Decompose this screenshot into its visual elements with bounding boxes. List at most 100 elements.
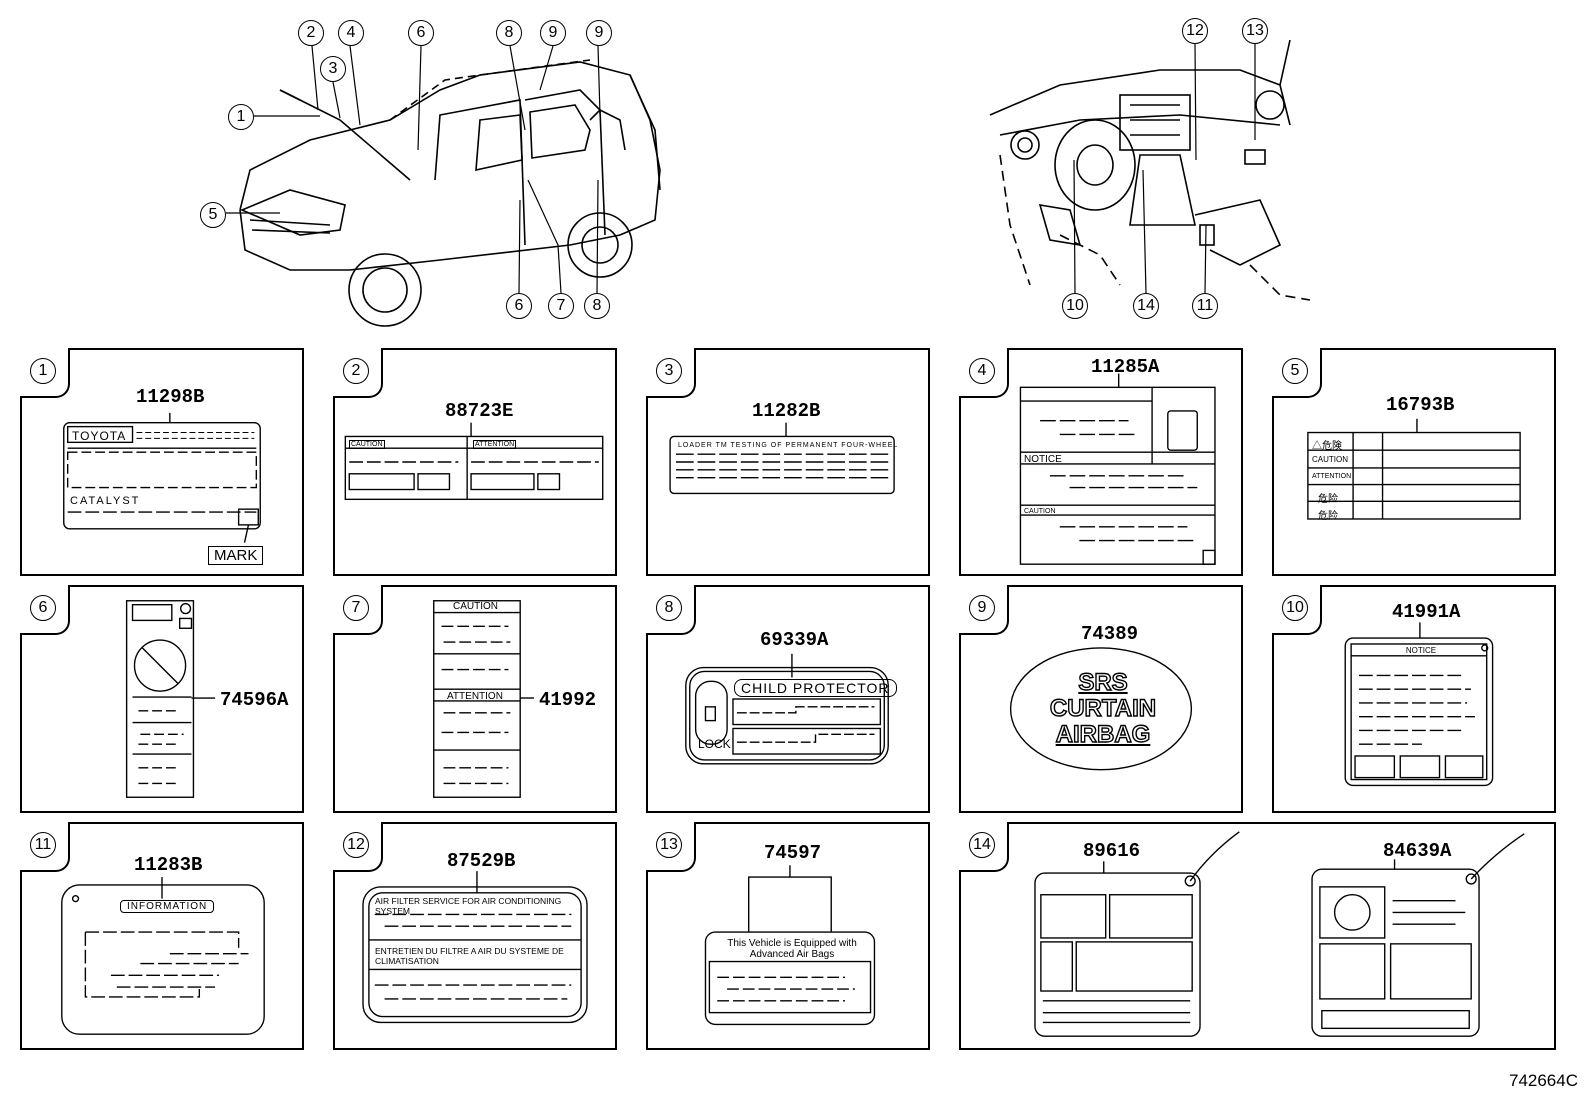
callout-label: 9 [594, 24, 604, 41]
callout-6: 6 [408, 20, 434, 46]
panel-index: 4 [969, 358, 995, 384]
part-number: 11285A [1091, 356, 1160, 378]
airbag-notice-line2: Advanced Air Bags [749, 949, 835, 960]
panel-index-tab: 9 [959, 585, 1009, 635]
row-label: 危险 [1318, 511, 1338, 522]
callout-9: 9 [540, 20, 566, 46]
label-panel-11: 11 11283B INFORMATION [20, 822, 304, 1050]
airbag-notice-line1: This Vehicle is Equipped with [727, 938, 857, 949]
label-panel-5: 5 16793B △危険 CAUTION ATTENTION 危险 危险 [1272, 348, 1556, 576]
row-label: ATTENTION [1312, 473, 1352, 480]
panel-index-tab: 2 [333, 348, 383, 398]
row-label: 危险 [1318, 494, 1338, 505]
lock-text: LOCK [698, 737, 731, 751]
information-text: INFORMATION [120, 900, 215, 913]
label-panel-1: 1 11298B TOYOTA CATALYST MARK [20, 348, 304, 576]
label-panel-13: 13 74597 This Vehicle is Equipped with A… [646, 822, 930, 1050]
vehicle-exterior-illustration [239, 59, 661, 327]
panel-index: 11 [30, 832, 56, 858]
dashboard-interior-illustration [989, 39, 1311, 301]
part-number-2: 84639A [1383, 840, 1452, 862]
part-number: 88723E [445, 400, 514, 422]
notice-text: NOTICE [1024, 454, 1062, 465]
child-protector-title: CHILD PROTECTOR [734, 679, 897, 697]
panel-index-tab: 5 [1272, 348, 1322, 398]
callout-8b: 8 [584, 293, 610, 319]
part-number: 69339A [760, 629, 829, 651]
callout-8: 8 [496, 20, 522, 46]
callout-label: 7 [556, 297, 566, 314]
callout-3: 3 [320, 56, 346, 82]
callout-label: 11 [1196, 297, 1214, 314]
callout-10: 10 [1062, 293, 1088, 319]
panel-index-tab: 14 [959, 822, 1009, 872]
header-text: LOADER TM TESTING OF PERMANENT FOUR-WHEE… [678, 442, 899, 449]
attention-text: ATTENTION [473, 440, 517, 449]
label-panel-12: 12 87529B AIR FILTER SERVICE FOR AIR CON… [333, 822, 617, 1050]
label-panel-6: 6 74596A [20, 585, 304, 813]
callout-1: 1 [228, 104, 254, 130]
label-panel-4: 4 11285A NOTICE CAUTION [959, 348, 1243, 576]
caution-text: CAUTION [349, 440, 385, 449]
label-panel-2: 2 88723E CAUTION ATTENTION [333, 348, 617, 576]
panel-index: 2 [343, 358, 369, 384]
part-number: 16793B [1386, 394, 1455, 416]
service-en-text: AIR FILTER SERVICE FOR AIR CONDITIONING … [375, 896, 562, 916]
panel-index-tab: 12 [333, 822, 383, 872]
panel-index: 3 [656, 358, 682, 384]
label-panel-8: 8 69339A CHILD PROTECTOR LOCK [646, 585, 930, 813]
curtain-text: CURTAIN [1049, 694, 1157, 722]
panel-index: 12 [343, 832, 369, 858]
part-number: 74596A [220, 689, 289, 711]
callout-label: 5 [208, 206, 218, 223]
callout-5: 5 [200, 202, 226, 228]
callout-label: 4 [346, 24, 356, 41]
service-fr-text: ENTRETIEN DU FILTRE A AIR DU SYSTEME DE … [375, 946, 564, 966]
panel-index-tab: 6 [20, 585, 70, 635]
callout-12: 12 [1182, 18, 1208, 44]
callout-14: 14 [1133, 293, 1159, 319]
panel-index-tab: 8 [646, 585, 696, 635]
panel-index-tab: 13 [646, 822, 696, 872]
panel-index: 13 [656, 832, 682, 858]
callout-label: 1 [236, 108, 246, 125]
caution-text: CAUTION [453, 601, 498, 612]
panel-index: 7 [343, 595, 369, 621]
part-number: 11283B [134, 854, 203, 876]
part-number: 89616 [1083, 840, 1141, 862]
panel-index-tab: 11 [20, 822, 70, 872]
label-panel-10: 10 41991A NOTICE [1272, 585, 1556, 813]
panel-index: 6 [30, 595, 56, 621]
panel-index: 10 [1282, 595, 1308, 621]
panel-index: 9 [969, 595, 995, 621]
label-panel-14: 14 89616 84639A [959, 822, 1556, 1050]
callout-label: 14 [1137, 297, 1155, 314]
part-number: 11282B [752, 400, 821, 422]
callout-label: 3 [328, 60, 338, 77]
panel-index-tab: 1 [20, 348, 70, 398]
panel-index-tab: 7 [333, 585, 383, 635]
brand-text: TOYOTA [72, 429, 127, 443]
callout-4: 4 [338, 20, 364, 46]
caution-text: CAUTION [1024, 508, 1056, 515]
panel-index: 8 [656, 595, 682, 621]
label-panel-7: 7 41992 CAUTION ATTENTION [333, 585, 617, 813]
panel-index: 14 [969, 832, 995, 858]
callout-2: 2 [298, 20, 324, 46]
panel-index: 1 [30, 358, 56, 384]
callout-label: 8 [592, 297, 602, 314]
callout-label: 6 [514, 297, 524, 314]
callout-11: 11 [1192, 293, 1218, 319]
airbag-text: AIRBAG [1055, 720, 1151, 748]
callout-leaders [226, 43, 1256, 294]
mark-text: MARK [208, 546, 264, 565]
callout-label: 6 [416, 24, 426, 41]
callout-7: 7 [548, 293, 574, 319]
part-number: 87529B [447, 850, 516, 872]
callout-label: 9 [548, 24, 558, 41]
callout-label: 13 [1246, 22, 1264, 39]
callout-6b: 6 [506, 293, 532, 319]
part-number: 41991A [1392, 601, 1461, 623]
part-number: 74389 [1081, 623, 1139, 645]
label-panel-9: 9 74389 SRS CURTAIN AIRBAG [959, 585, 1243, 813]
